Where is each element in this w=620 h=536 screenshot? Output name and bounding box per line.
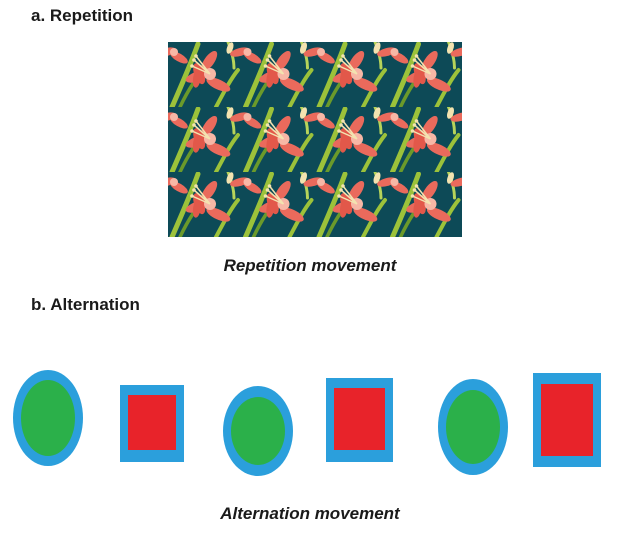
square-shape-1 <box>120 385 184 462</box>
square-shape-2 <box>326 378 393 462</box>
alternation-shapes-row <box>0 360 620 490</box>
caption-alternation-movement: Alternation movement <box>220 504 400 523</box>
caption-repetition-movement: Repetition movement <box>223 256 397 275</box>
section-title-alternation: b. Alternation <box>31 295 140 314</box>
section-title-repetition: a. Repetition <box>31 6 134 25</box>
circle-shape-2 <box>223 386 293 476</box>
circle-shape-3 <box>438 379 508 475</box>
circle-shape-1 <box>13 370 83 466</box>
repetition-pattern-image <box>168 42 462 237</box>
square-shape-3 <box>533 373 601 467</box>
